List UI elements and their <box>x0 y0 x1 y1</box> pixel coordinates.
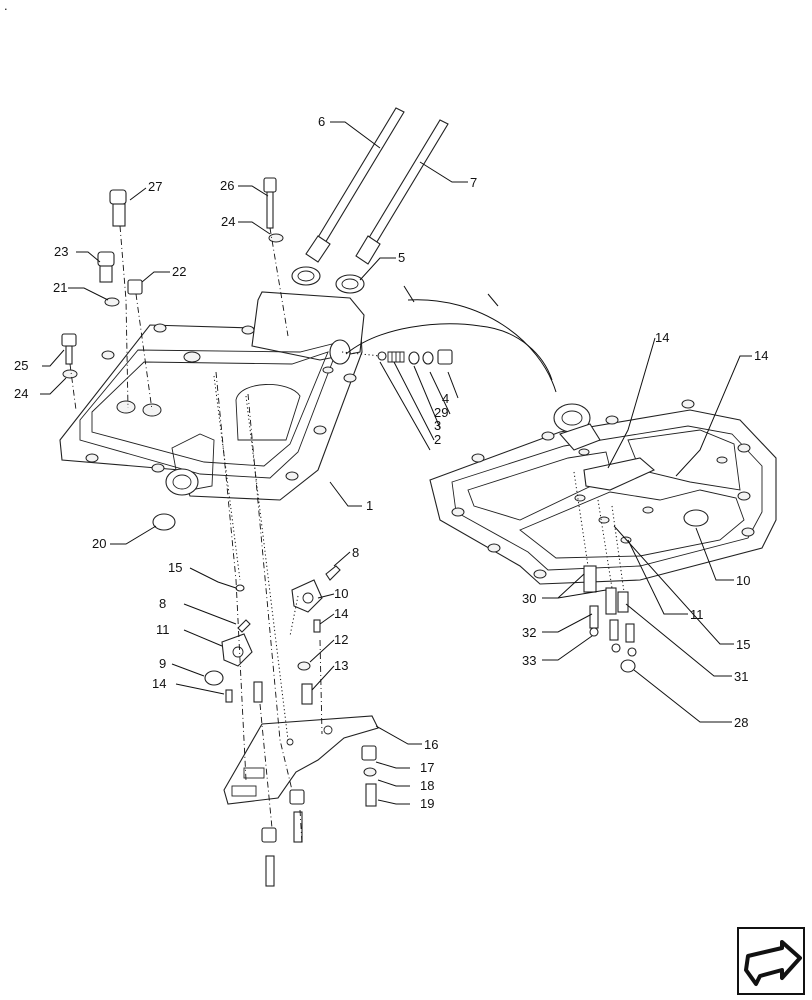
spring-13 <box>301 683 313 705</box>
selector-fork-10 <box>291 579 323 613</box>
callout-18: 18 <box>420 778 434 793</box>
next-page-arrow-icon[interactable] <box>737 927 805 995</box>
callout-23: 23 <box>54 244 68 259</box>
callout-12: 12 <box>334 632 348 647</box>
callout-27: 27 <box>148 179 162 194</box>
spring-32 <box>589 605 599 629</box>
ball-33 <box>589 627 599 637</box>
washer-24-left <box>62 369 78 379</box>
washer-21 <box>104 297 120 307</box>
callout-11-left: 11 <box>156 622 170 637</box>
disc-9 <box>204 670 224 686</box>
callout-6: 6 <box>318 114 325 129</box>
spacer-left <box>261 827 277 843</box>
callout-14-center: 14 <box>334 606 348 621</box>
callout-30: 30 <box>522 591 536 606</box>
detail-arrow-top <box>407 299 557 393</box>
callout-32: 32 <box>522 625 536 640</box>
callout-9: 9 <box>159 656 166 671</box>
plunger-set-2-3-29-4 <box>377 349 453 365</box>
spring-right-a <box>609 619 619 641</box>
pin-30-a <box>583 565 597 593</box>
callout-15-left: 15 <box>168 560 182 575</box>
callout-8-left: 8 <box>159 596 166 611</box>
callout-3: 3 <box>434 418 441 433</box>
bolt-center <box>293 811 303 843</box>
callout-29: 29 <box>434 405 448 420</box>
bolt-left <box>265 855 275 887</box>
spacer-17 <box>361 745 377 761</box>
pressure-switch-23 <box>97 251 115 283</box>
callout-2: 2 <box>434 432 441 447</box>
plug-22 <box>127 279 143 295</box>
washer-24-top <box>268 233 284 243</box>
callout-19: 19 <box>420 796 434 811</box>
plate-16 <box>223 715 379 805</box>
spring-left <box>253 681 263 703</box>
callout-14-detail-b: 14 <box>754 348 768 363</box>
callout-7: 7 <box>470 175 477 190</box>
callout-33: 33 <box>522 653 536 668</box>
callout-4: 4 <box>442 391 449 406</box>
detail-line-a <box>573 471 589 567</box>
callout-17: 17 <box>420 760 434 775</box>
callout-10-detail: 10 <box>736 573 750 588</box>
pin-14-center <box>313 619 321 633</box>
callout-11-detail: 11 <box>690 607 704 622</box>
spacer-center <box>289 789 305 805</box>
cover-housing-left <box>59 291 365 501</box>
spring-right-b <box>625 623 635 643</box>
assembly-lines <box>69 225 381 845</box>
callout-25: 25 <box>14 358 28 373</box>
callout-15-detail: 15 <box>736 637 750 652</box>
leader-lines <box>40 121 752 805</box>
pin-30-b <box>605 587 617 615</box>
callout-14-detail-a: 14 <box>655 330 669 345</box>
corner-mark: . <box>4 0 8 13</box>
washer-18 <box>363 767 377 777</box>
callout-labels: 6 7 27 26 24 23 22 21 5 25 24 4 29 3 2 1… <box>14 114 768 811</box>
ball-right-b <box>627 647 637 657</box>
shaft-6 <box>291 107 405 286</box>
washer-12 <box>297 661 311 671</box>
detail-line-c <box>611 505 625 593</box>
ball-15-left <box>235 584 245 592</box>
callout-26: 26 <box>220 178 234 193</box>
callout-31: 31 <box>734 669 748 684</box>
callout-21: 21 <box>53 280 67 295</box>
seal-20 <box>152 513 176 531</box>
selector-fork-11 <box>221 633 253 667</box>
cover-detail-right <box>429 399 777 585</box>
callout-5: 5 <box>398 250 405 265</box>
callout-20: 20 <box>92 536 106 551</box>
bolt-26 <box>263 177 277 229</box>
callout-10-left: 10 <box>334 586 348 601</box>
callout-24-left: 24 <box>14 386 28 401</box>
detail-arrow-lower <box>345 323 553 381</box>
callout-28: 28 <box>734 715 748 730</box>
plug-28 <box>620 659 636 673</box>
detail-arrow-tick-a <box>403 285 415 303</box>
callout-1: 1 <box>366 498 373 513</box>
detail-arrow-tick-b <box>487 293 499 307</box>
ball-right-a <box>611 643 621 653</box>
shaft-7 <box>335 119 449 294</box>
pin-8-right <box>325 565 341 581</box>
callout-24-top: 24 <box>221 214 235 229</box>
pin-8-left <box>237 619 251 633</box>
callout-13: 13 <box>334 658 348 673</box>
callout-16: 16 <box>424 737 438 752</box>
pin-14-left <box>225 689 233 703</box>
bolt-25 <box>61 333 77 365</box>
bolt-19 <box>365 783 377 807</box>
pin-31 <box>617 591 629 613</box>
pressure-switch-27 <box>109 189 127 227</box>
callout-14-left: 14 <box>152 676 166 691</box>
callout-8-right: 8 <box>352 545 359 560</box>
callout-22: 22 <box>172 264 186 279</box>
